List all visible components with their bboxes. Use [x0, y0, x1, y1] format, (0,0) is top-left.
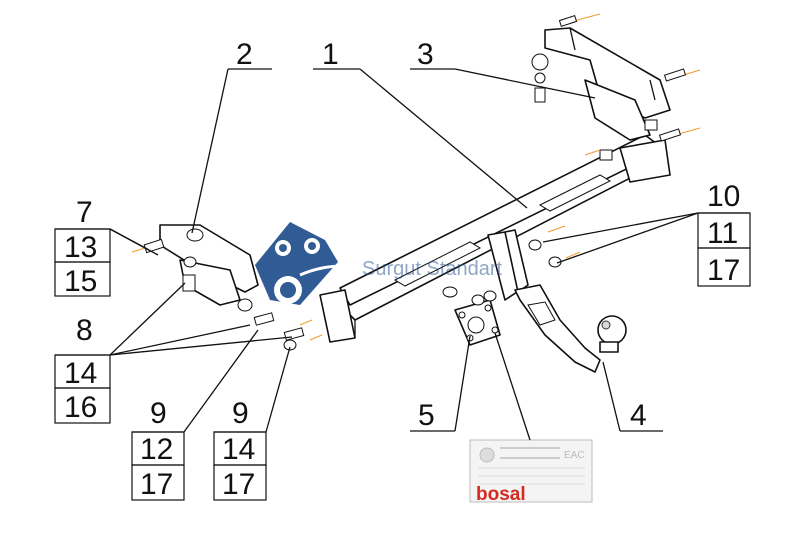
- right-bracket: [531, 13, 701, 161]
- callout-5: 5: [418, 399, 435, 432]
- callout-boxes: [54, 212, 751, 501]
- plate-brand: bosal: [476, 484, 526, 505]
- callout-4: 4: [630, 399, 647, 432]
- plate-mark: EAC: [564, 450, 585, 461]
- tow-ball-assembly: [442, 225, 627, 373]
- callout-16: 16: [64, 391, 97, 424]
- callout-3: 3: [417, 38, 434, 71]
- callout-9: 9: [232, 397, 249, 430]
- callout-9: 9: [150, 397, 167, 430]
- callout-11: 11: [707, 217, 738, 250]
- callout-17: 17: [222, 468, 255, 501]
- left-bracket: [131, 224, 323, 351]
- callout-1: 1: [322, 38, 339, 71]
- callout-12: 12: [140, 433, 173, 466]
- callout-15: 15: [64, 265, 97, 298]
- callout-17: 17: [707, 254, 740, 287]
- callout-14: 14: [222, 433, 255, 466]
- product-label-plate: EAC bosal: [469, 439, 593, 505]
- callout-13: 13: [64, 231, 97, 264]
- leader-lines: [109, 68, 699, 441]
- watermark: Surgut Standart: [255, 222, 503, 305]
- callout-labels: 1 2 3 4 5 7 13 15 8 14 16 9 12 17 9 14 1…: [64, 38, 740, 501]
- callout-10: 10: [707, 180, 740, 213]
- callout-2: 2: [236, 38, 253, 71]
- watermark-text: Surgut Standart: [362, 258, 503, 280]
- callout-7: 7: [76, 196, 93, 229]
- callout-14: 14: [64, 357, 97, 390]
- callout-17: 17: [140, 468, 173, 501]
- callout-8: 8: [76, 314, 93, 347]
